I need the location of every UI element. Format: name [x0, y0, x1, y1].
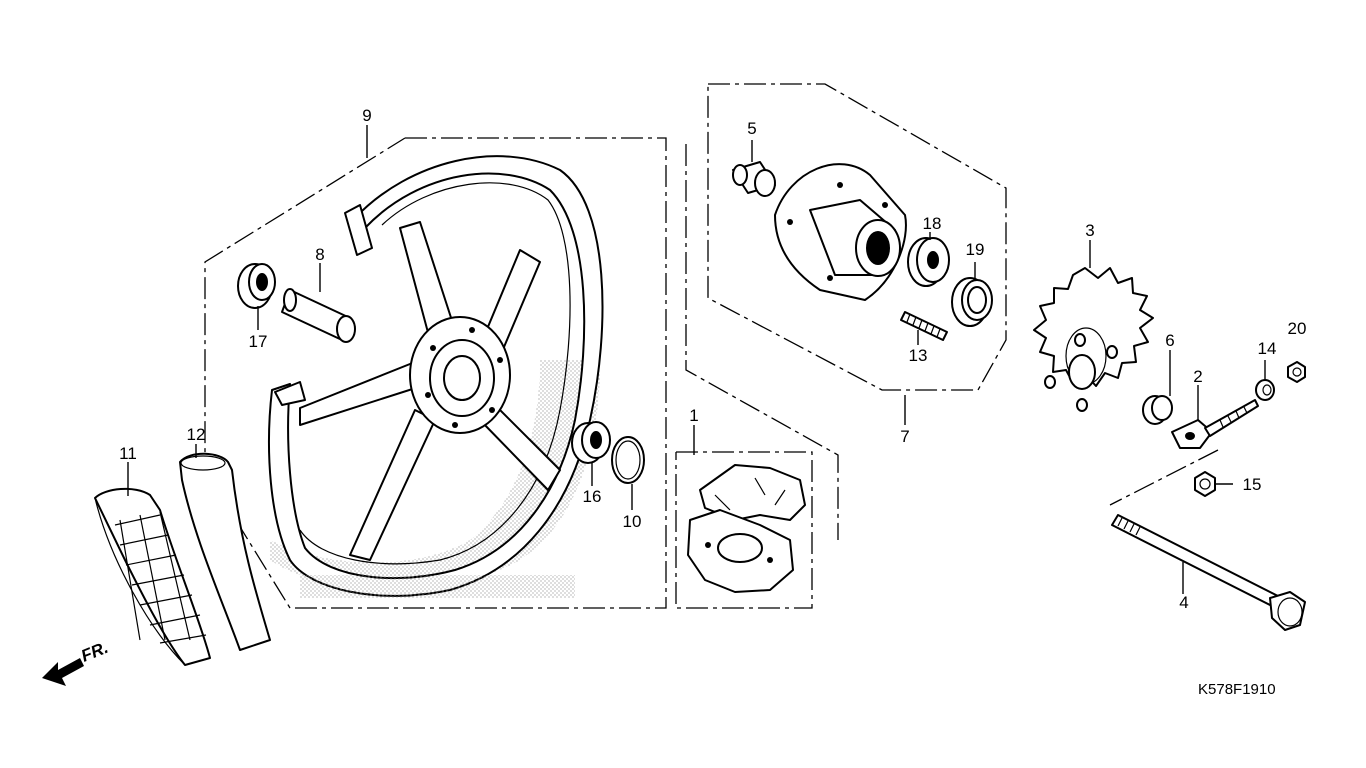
nut-15[interactable] — [1194, 471, 1216, 497]
callout-16: 16 — [583, 487, 602, 506]
chain-adjuster[interactable] — [1171, 399, 1259, 449]
nut-20[interactable] — [1287, 361, 1306, 383]
distance-collar-8[interactable] — [281, 288, 356, 343]
bearing-17[interactable] — [237, 263, 276, 309]
callout-11: 11 — [119, 444, 137, 463]
callout-9: 9 — [362, 106, 371, 125]
stud-bolt-13[interactable] — [900, 311, 948, 341]
callout-17: 17 — [249, 332, 268, 351]
callout-3: 3 — [1085, 221, 1094, 240]
callout-1: 1 — [689, 406, 698, 425]
wheel-group-outline — [204, 137, 667, 609]
callout-8: 8 — [315, 245, 324, 264]
o-ring-10[interactable] — [611, 436, 645, 484]
callout-14: 14 — [1258, 339, 1277, 358]
driven-flange[interactable] — [774, 163, 907, 301]
callout-12: 12 — [187, 425, 206, 444]
callout-13: 13 — [909, 346, 928, 365]
inner-tube[interactable] — [179, 452, 271, 651]
nut-14[interactable] — [1255, 379, 1275, 401]
callout-7: 7 — [900, 427, 909, 446]
driven-sprocket[interactable] — [1033, 267, 1154, 412]
bearing-18[interactable] — [907, 237, 950, 287]
leader-lines — [127, 125, 1266, 594]
callout-2: 2 — [1193, 367, 1202, 386]
collar-6[interactable] — [1142, 395, 1173, 425]
callout-20: 20 — [1288, 319, 1307, 338]
rear-axle[interactable] — [1111, 514, 1306, 631]
collar-5[interactable] — [732, 161, 776, 197]
callout-4: 4 — [1179, 593, 1188, 612]
callout-labels: 1 2 3 4 5 6 7 8 9 10 11 12 13 14 15 16 1… — [119, 106, 1306, 612]
damper-group-outline — [685, 144, 839, 540]
damper-box — [675, 451, 813, 609]
hub-group-outline — [707, 83, 1007, 391]
callout-10: 10 — [623, 512, 642, 531]
axle-group-outline — [1109, 449, 1219, 506]
callout-6: 6 — [1165, 331, 1174, 350]
oil-seal-19[interactable] — [951, 277, 993, 327]
front-direction-arrow — [42, 658, 84, 686]
callout-19: 19 — [966, 240, 985, 259]
bearing-16[interactable] — [571, 421, 611, 464]
wheel-damper-rubber[interactable] — [687, 464, 806, 593]
diagram-code: K578F1910 — [1198, 681, 1276, 698]
callout-5: 5 — [747, 119, 756, 138]
front-direction-label: FR. — [78, 638, 111, 666]
tire[interactable] — [94, 487, 211, 666]
callout-18: 18 — [923, 214, 942, 233]
wheel-rim[interactable] — [268, 155, 604, 598]
callout-15: 15 — [1243, 475, 1262, 494]
